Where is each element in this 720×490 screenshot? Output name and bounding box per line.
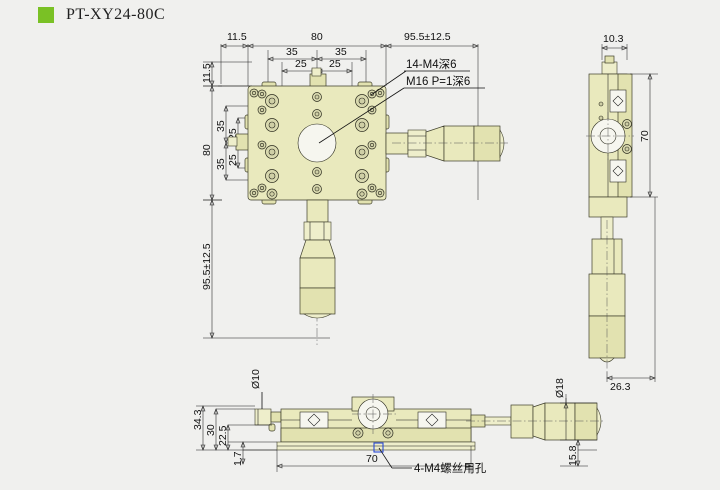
top-view-vertical-micrometer (299, 199, 336, 319)
top-view-dimension-frame (220, 43, 479, 200)
dim-front-15-8: 15.8 (567, 445, 579, 466)
front-view-dims: Ø10 (196, 369, 597, 472)
annotation-tapped-holes: 14-M4深6 (406, 57, 457, 71)
dim-left-35-upper: 35 (215, 120, 227, 132)
dim-left-11-5: 11.5 (201, 63, 213, 83)
page-title: PT-XY24-80C (66, 6, 166, 23)
dim-top-25-right: 25 (329, 58, 341, 70)
top-view-callouts (318, 70, 485, 144)
dim-left-80: 80 (201, 144, 213, 156)
top-view-horizontal-micrometer (385, 125, 508, 162)
dim-top-35-right: 35 (335, 46, 347, 58)
annotation-center-thread: M16 P=1深6 (406, 74, 470, 88)
dim-front-dia18: Ø18 (554, 378, 566, 398)
dim-top-25-left: 25 (295, 58, 307, 70)
annotation-mounting-holes: 4-M4螺丝用孔 (414, 462, 487, 475)
title-marker-icon (38, 7, 54, 23)
dim-left-35-lower: 35 (215, 158, 227, 170)
dim-front-30: 30 (205, 424, 217, 436)
dim-front-1-7: 1.7 (232, 451, 244, 466)
dim-front-22-5: 22.5 (217, 425, 229, 446)
dim-left-travel: 95.5±12.5 (201, 243, 213, 290)
title-bar: PT-XY24-80C (0, 0, 720, 30)
dim-left-25-lower: 25 (227, 154, 239, 166)
dim-top-35-left: 35 (286, 46, 298, 58)
right-side-view-dims (601, 44, 658, 382)
selection-marker (373, 442, 384, 453)
right-side-view-geometry (586, 55, 634, 372)
dim-front-70: 70 (366, 453, 378, 465)
dim-top-11-5: 11.5 (227, 31, 247, 43)
dim-front-dia10: Ø10 (250, 369, 262, 389)
dim-left-25-upper: 25 (227, 128, 239, 140)
dim-side-10-3: 10.3 (603, 33, 624, 45)
dim-top-80: 80 (311, 31, 323, 43)
dim-front-34-3: 34.3 (192, 409, 204, 430)
dim-side-26-3: 26.3 (610, 381, 631, 393)
dim-side-70: 70 (639, 130, 651, 142)
front-view-geometry (254, 394, 604, 453)
dim-top-travel: 95.5±12.5 (404, 31, 451, 43)
